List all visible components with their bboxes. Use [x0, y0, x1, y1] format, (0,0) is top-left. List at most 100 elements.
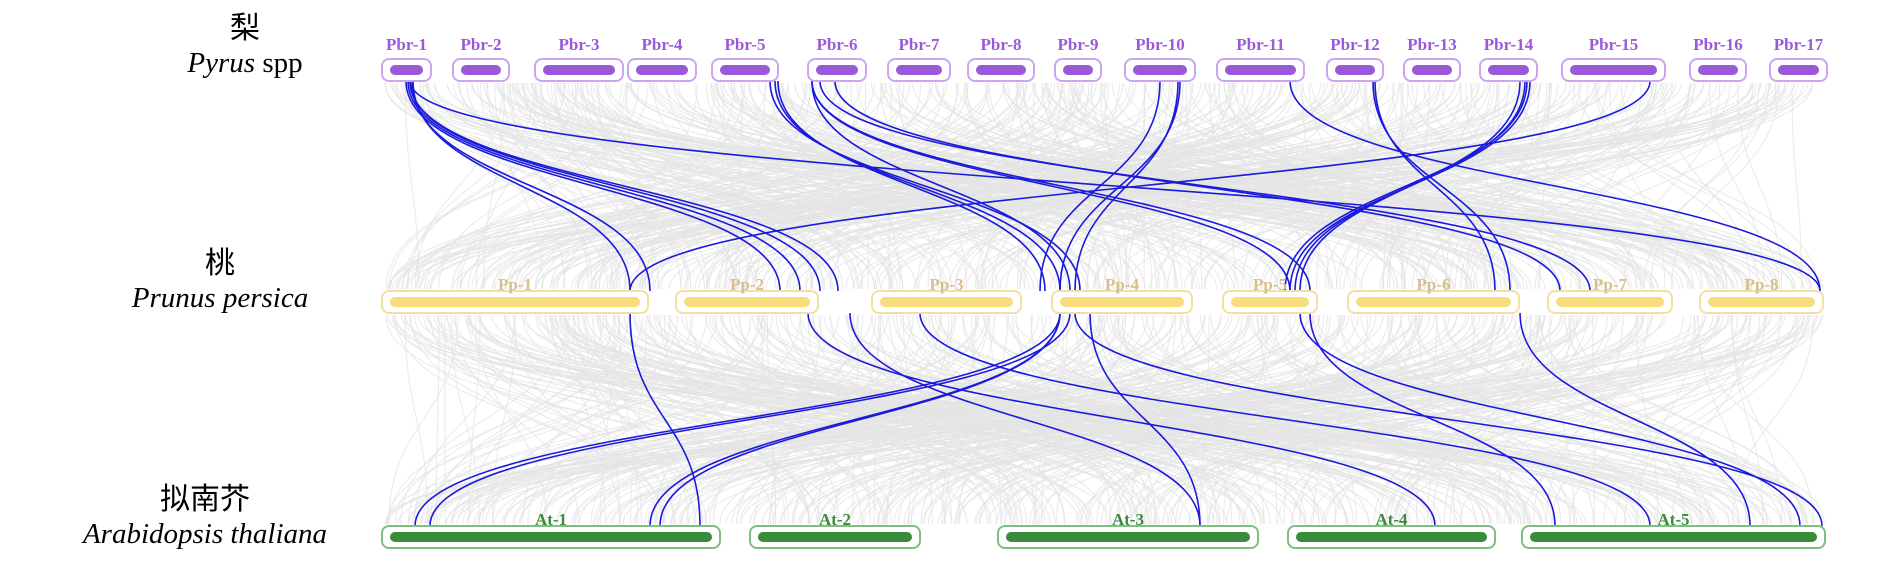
background-link — [512, 314, 621, 525]
background-link — [1273, 82, 1780, 290]
background-link — [1441, 82, 1728, 290]
background-link — [1489, 82, 1548, 290]
chromosome-label: Pbr-17 — [1774, 35, 1824, 54]
background-link — [987, 314, 1805, 525]
chromosome-label: Pp-2 — [730, 275, 764, 294]
background-link — [807, 314, 871, 525]
highlighted-synteny-links — [405, 80, 1823, 527]
chromosome-bar — [1488, 65, 1529, 75]
background-link — [527, 314, 752, 525]
chromosome-pbr-15: Pbr-15 — [1561, 35, 1666, 82]
background-link — [410, 82, 887, 290]
chromosome-bar — [636, 65, 688, 75]
background-link — [494, 314, 1350, 525]
background-link — [388, 82, 1344, 290]
chromosome-at-2: At-2 — [749, 510, 921, 549]
background-link — [576, 82, 1107, 290]
background-link — [1233, 82, 1490, 290]
background-link — [1199, 314, 1578, 525]
background-link — [444, 314, 446, 525]
chromosome-pbr-1: Pbr-1 — [381, 35, 432, 82]
chromosome-label: Pbr-15 — [1589, 35, 1638, 54]
background-link — [1046, 82, 1723, 290]
background-link — [503, 314, 1412, 525]
highlighted-link — [849, 312, 1201, 527]
background-link — [751, 314, 1401, 525]
background-link — [1470, 82, 1717, 290]
background-link — [623, 82, 735, 290]
background-link — [706, 82, 1137, 290]
background-link — [1178, 314, 1571, 525]
background-link — [397, 82, 1080, 290]
background-link — [1609, 82, 1666, 290]
chromosome-bar — [758, 532, 912, 542]
chromosome-pbr-17: Pbr-17 — [1769, 35, 1828, 82]
background-link — [795, 82, 1786, 290]
background-link — [1549, 314, 1575, 525]
background-link — [555, 82, 660, 290]
background-link — [852, 314, 1127, 525]
background-link — [1538, 314, 1768, 525]
background-link — [955, 314, 1102, 525]
chromosome-label: Pbr-16 — [1693, 35, 1742, 54]
chromosome-bar — [896, 65, 942, 75]
highlighted-link — [1372, 80, 1511, 292]
chromosome-label: Pp-4 — [1105, 275, 1140, 294]
highlighted-link — [774, 80, 1061, 292]
background-link — [576, 82, 1382, 290]
background-link — [974, 314, 1694, 525]
background-link — [1146, 314, 1530, 525]
chromosome-bar — [1296, 532, 1487, 542]
highlighted-link — [1074, 80, 1179, 292]
background-link — [1231, 82, 1775, 290]
background-link — [470, 314, 697, 525]
chromosome-bar — [1063, 65, 1093, 75]
chromosome-pbr-11: Pbr-11 — [1216, 35, 1305, 82]
background-link — [404, 82, 420, 290]
highlighted-link — [407, 80, 801, 292]
background-link — [653, 82, 1131, 290]
background-link — [647, 314, 1040, 525]
background-link — [648, 314, 892, 525]
background-link — [776, 82, 1529, 290]
background-link — [406, 82, 565, 290]
background-link — [638, 82, 1023, 290]
background-link — [705, 82, 890, 290]
species-chinese-name: 拟南芥 — [160, 482, 250, 517]
background-link — [394, 314, 718, 525]
chromosome-label: Pbr-7 — [899, 35, 940, 54]
background-link — [509, 82, 590, 290]
background-link — [400, 314, 569, 525]
background-link — [534, 82, 1084, 290]
chromosome-bar — [816, 65, 858, 75]
background-link — [1209, 82, 1236, 290]
background-link — [601, 82, 1741, 290]
background-link — [1179, 314, 1265, 525]
background-link — [1223, 82, 1558, 290]
highlighted-link — [769, 80, 1081, 292]
background-link — [801, 82, 1278, 290]
background-link — [1537, 82, 1691, 290]
background-link — [1615, 314, 1782, 525]
background-link — [848, 314, 1531, 525]
background-link — [934, 82, 1519, 290]
chromosome-bar — [461, 65, 501, 75]
background-link — [778, 314, 1757, 525]
background-link — [705, 314, 1191, 525]
background-link — [578, 314, 879, 525]
background-link — [730, 82, 1169, 290]
background-link — [1075, 82, 1421, 290]
chromosome-label: Pbr-12 — [1330, 35, 1379, 54]
chromosome-label: Pbr-4 — [642, 35, 683, 54]
background-link — [1518, 82, 1703, 290]
background-link — [392, 314, 1013, 525]
background-link — [916, 82, 1077, 290]
highlighted-link — [807, 312, 1436, 527]
background-link — [916, 314, 1442, 525]
background-link — [1058, 82, 1804, 290]
background-link — [389, 82, 1046, 290]
background-link — [618, 314, 1344, 525]
background-link — [1693, 314, 1815, 525]
chromosome-pbr-9: Pbr-9 — [1054, 35, 1102, 82]
background-link — [1568, 314, 1686, 525]
